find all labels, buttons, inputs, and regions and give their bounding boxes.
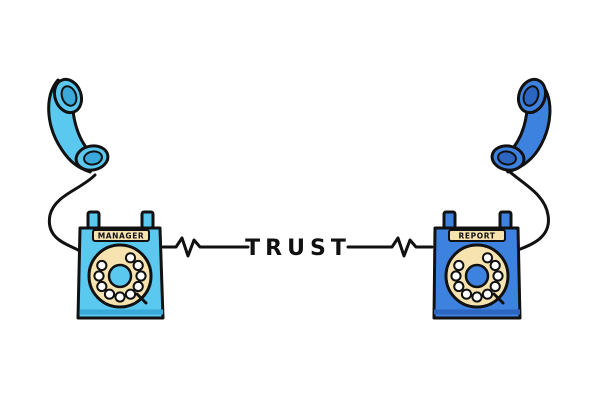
left-phone: MANAGER (47, 77, 165, 320)
dial-finger-hole (132, 259, 144, 272)
left-cradle-prong (140, 210, 155, 230)
left-rotary-dial-icon (87, 243, 153, 309)
dial-finger-hole (460, 288, 473, 300)
dial-finger-hole (471, 291, 483, 303)
dial-finger-hole (453, 280, 465, 293)
trust-word: TRUST (245, 236, 351, 261)
connecting-wire (161, 236, 434, 258)
left-cradle-prong (86, 210, 101, 230)
right-phone: REPORT (432, 77, 552, 320)
dial-finger-hole (103, 288, 116, 300)
dial-finger-hole (135, 270, 147, 282)
right-cradle-prong (498, 210, 513, 230)
right-cradle-prong (442, 210, 457, 230)
dial-finger-hole (132, 280, 144, 293)
dial-finger-hole (96, 259, 108, 272)
right-rotary-dial-icon (444, 243, 510, 309)
left-label-plate (92, 229, 150, 242)
right-handset-cord (508, 170, 550, 252)
dial-finger-hole (481, 252, 494, 264)
right-handset-icon (490, 77, 552, 174)
dial-finger-hole (492, 270, 504, 282)
right-label-plate (448, 229, 506, 242)
manager-label: MANAGER (98, 232, 145, 241)
dial-finger-hole (93, 270, 105, 282)
dial-finger-hole (96, 280, 108, 293)
dial-finger-hole (450, 270, 462, 282)
left-handset-cord (47, 173, 97, 252)
dial-finger-hole (481, 288, 494, 300)
dial-finger-hole (124, 252, 137, 264)
dial-finger-hole (453, 259, 465, 272)
dial-finger-hole (124, 288, 137, 300)
report-label: REPORT (459, 232, 496, 241)
dial-finger-hole (489, 259, 501, 272)
dial-finger-hole (114, 291, 126, 303)
dial-finger-hole (489, 280, 501, 293)
left-handset-icon (47, 77, 110, 174)
